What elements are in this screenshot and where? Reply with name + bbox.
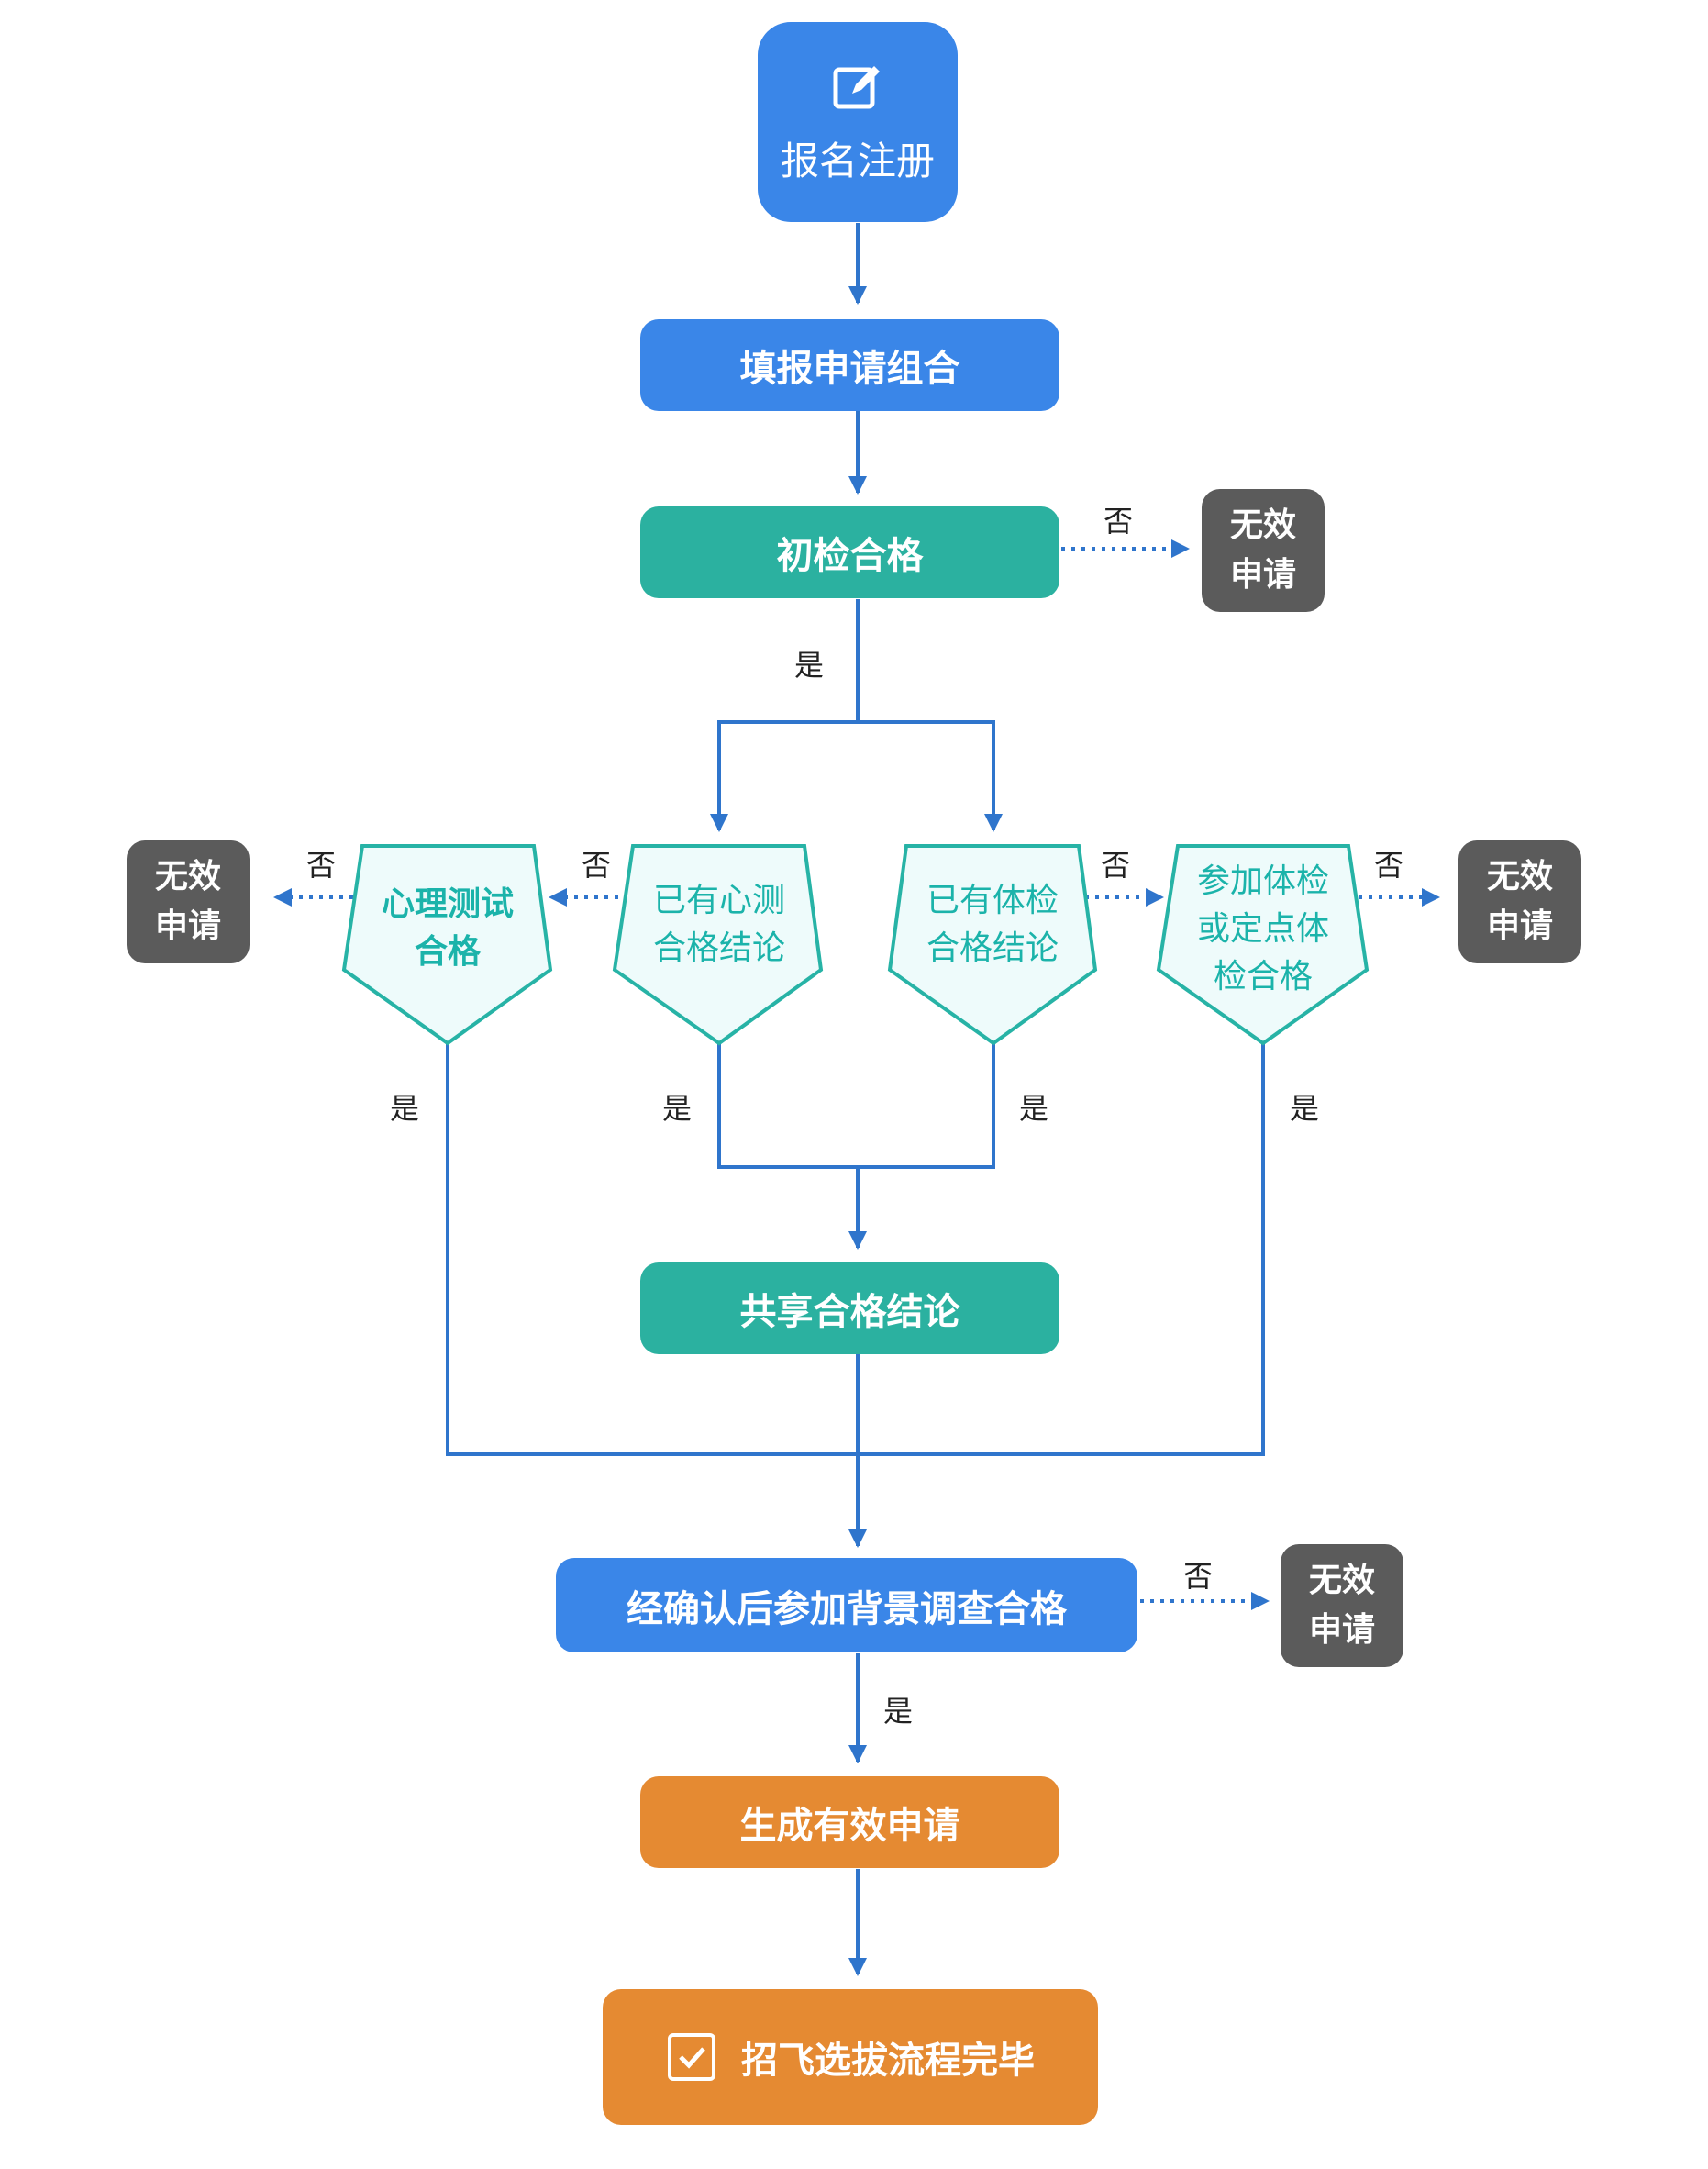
edge-psych-result-yes [717, 1043, 995, 1169]
invalid-label-line1: 无效 [1486, 858, 1553, 895]
label-yes: 是 [390, 1091, 420, 1126]
node-share-result: 共享合格结论 [640, 1262, 1059, 1354]
invalid-label-line2: 申请 [154, 907, 221, 945]
invalid-label-line1: 无效 [1229, 506, 1296, 544]
pentagon-psych-test-label: 心理测试 合格 [365, 881, 530, 976]
edge-check-split-right [858, 720, 995, 829]
invalid-label-line1: 无效 [154, 858, 221, 895]
text-line: 检合格 [1213, 958, 1313, 996]
pentagon-psych-test [341, 844, 553, 1046]
pentagon-has-psych-result-label: 已有心测 合格结论 [637, 877, 802, 973]
pentagon-physical-exam-label: 参加体检 或定点体 检合格 [1181, 858, 1346, 1001]
text-line: 已有心测 [652, 882, 785, 919]
label-yes: 是 [883, 1694, 914, 1729]
text-line: 合格 [414, 933, 481, 971]
text-line: 合格结论 [926, 929, 1059, 967]
text-line: 参加体检 [1196, 862, 1329, 900]
checkbox-icon [668, 2033, 715, 2081]
text-line: 已有体检 [926, 882, 1059, 919]
label-no: 否 [306, 848, 337, 883]
invalid-label-line2: 申请 [1486, 907, 1553, 945]
label-no: 否 [582, 848, 612, 883]
invalid-label-line2: 申请 [1229, 556, 1296, 594]
label-no: 否 [1374, 848, 1404, 883]
text-line: 心理测试 [381, 885, 514, 923]
label-no: 否 [1104, 504, 1134, 539]
edit-icon [833, 65, 880, 108]
node-fill-application-label: 填报申请组合 [739, 348, 960, 390]
label-yes: 是 [794, 648, 825, 683]
edge-psych-test-yes [446, 1043, 1265, 1456]
node-register-label: 报名注册 [780, 138, 935, 184]
invalid-box-3: 无效申请 [1458, 840, 1581, 963]
label-yes: 是 [662, 1091, 693, 1126]
node-share-result-label: 共享合格结论 [739, 1291, 960, 1333]
pentagon-has-psych-result [612, 844, 824, 1046]
edge-check-split [717, 599, 860, 829]
invalid-box-2: 无效申请 [127, 840, 250, 963]
label-no: 否 [1183, 1559, 1214, 1594]
text-line: 或定点体 [1196, 910, 1329, 948]
node-background-check-label: 经确认后参加背景调查合格 [627, 1587, 1067, 1630]
invalid-box-1: 无效申请 [1202, 489, 1325, 612]
invalid-label-line1: 无效 [1308, 1562, 1375, 1599]
pentagon-has-physical-result-label: 已有体检 合格结论 [910, 877, 1075, 973]
node-fill-application: 填报申请组合 [640, 319, 1059, 411]
pentagon-has-physical-result [887, 844, 1098, 1046]
node-register: 报名注册 [758, 22, 958, 222]
node-complete-label: 招飞选拔流程完毕 [741, 2040, 1035, 2082]
node-initial-check: 初检合格 [640, 506, 1059, 598]
node-initial-check-label: 初检合格 [776, 535, 924, 577]
invalid-box-4: 无效申请 [1281, 1544, 1403, 1667]
node-valid-application: 生成有效申请 [640, 1776, 1059, 1868]
node-complete: 招飞选拔流程完毕 [603, 1989, 1098, 2125]
label-yes: 是 [1290, 1091, 1320, 1126]
label-no: 否 [1101, 848, 1131, 883]
node-valid-application-label: 生成有效申请 [739, 1805, 960, 1847]
label-yes: 是 [1019, 1091, 1049, 1126]
node-background-check: 经确认后参加背景调查合格 [556, 1558, 1137, 1652]
text-line: 合格结论 [652, 929, 785, 967]
invalid-label-line2: 申请 [1308, 1611, 1375, 1649]
pentagon-physical-exam [1156, 844, 1370, 1046]
